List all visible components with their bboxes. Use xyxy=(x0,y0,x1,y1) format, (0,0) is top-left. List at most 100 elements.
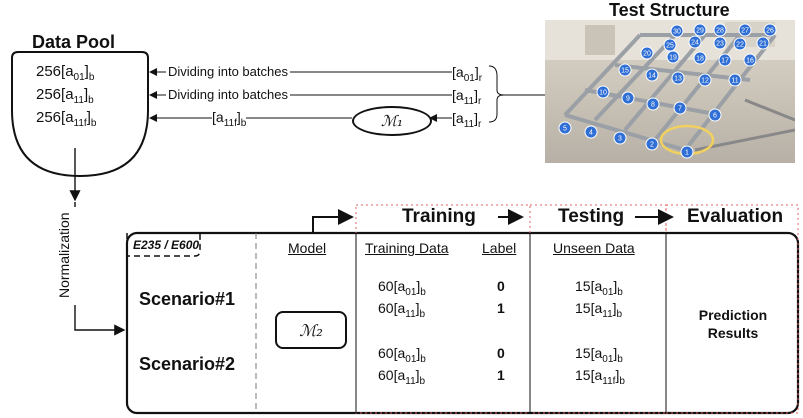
sensor-label-9: 9 xyxy=(626,96,630,103)
brace xyxy=(488,65,505,123)
sensor-27 xyxy=(738,23,752,37)
sensor-markers: 1234567891011121314151617181920212223242… xyxy=(558,23,777,159)
sensor-label-24: 24 xyxy=(691,40,699,47)
s1-unseen-1: 15[a01]b xyxy=(575,278,623,298)
sensor-6 xyxy=(708,108,722,122)
sensor-label-23: 23 xyxy=(716,41,724,48)
sensor-label-1: 1 xyxy=(685,150,689,157)
sensor-label-3: 3 xyxy=(618,136,622,143)
col-unseen-data: Unseen Data xyxy=(553,240,635,256)
sensor-2 xyxy=(645,137,659,151)
sensor-label-18: 18 xyxy=(696,56,704,63)
sensor-label-14: 14 xyxy=(648,73,656,80)
s1-label-1: 0 xyxy=(497,278,505,294)
sensor-8 xyxy=(646,97,660,111)
sensor-label-7: 7 xyxy=(678,106,682,113)
energy-tag-box xyxy=(126,233,201,257)
sensor-22 xyxy=(733,37,747,51)
sensor-4 xyxy=(584,125,598,139)
sensor-18 xyxy=(693,51,707,65)
norm-connector xyxy=(74,305,126,336)
sensor-19 xyxy=(666,50,680,64)
header-testing: Testing xyxy=(558,206,625,227)
sensor-label-28: 28 xyxy=(716,28,724,35)
s1-train-2: 60[a11]b xyxy=(378,300,426,320)
sensor-30 xyxy=(670,24,684,38)
sensor-label-16: 16 xyxy=(746,58,754,65)
sensor-label-12: 12 xyxy=(701,78,709,85)
data-pool-title: Data Pool xyxy=(32,32,116,52)
energy-tag: E235 / E600 xyxy=(133,238,200,252)
s2-label-1: 0 xyxy=(497,345,505,361)
sensor-25 xyxy=(663,38,677,52)
sensor-14 xyxy=(645,68,659,82)
scenario-1-name: Scenario#1 xyxy=(139,289,236,309)
col-model: Model xyxy=(288,240,327,256)
sensor-16 xyxy=(743,53,757,67)
sensor-29 xyxy=(693,23,707,37)
sensor-label-4: 4 xyxy=(589,130,593,137)
sensor-24 xyxy=(688,35,702,49)
sensor-1 xyxy=(680,145,694,159)
col-label: Label xyxy=(482,240,517,256)
sensor-26 xyxy=(763,23,777,37)
dividing-label-2: Dividing into batches xyxy=(166,87,290,102)
sensor-label-6: 6 xyxy=(713,113,717,120)
s1-unseen-2: 15[a11]b xyxy=(575,300,623,320)
model-m2: ℳ₂ xyxy=(275,311,347,349)
sensor-label-17: 17 xyxy=(721,58,729,65)
sensor-17 xyxy=(718,53,732,67)
sensor-7 xyxy=(673,101,687,115)
arrow-model-training xyxy=(312,209,354,233)
sensor-label-26: 26 xyxy=(766,28,774,35)
sensor-label-2: 2 xyxy=(650,142,654,149)
s2-train-1: 60[a01]b xyxy=(378,345,426,365)
header-training: Training xyxy=(402,206,476,227)
test-structure-drawing: 1234567891011121314151617181920212223242… xyxy=(545,20,795,159)
s2-unseen-1: 15[a01]b xyxy=(575,345,623,365)
pool-row-2: 256[a11]b xyxy=(36,86,94,106)
sensor-12 xyxy=(698,73,712,87)
test-structure-title: Test Structure xyxy=(609,0,730,20)
header-evaluation: Evaluation xyxy=(687,206,784,227)
sensor-label-8: 8 xyxy=(651,102,655,109)
s2-unseen-2: 15[a11f]b xyxy=(575,367,625,387)
sensor-11 xyxy=(728,73,742,87)
sensor-28 xyxy=(713,23,727,37)
m1-output: [a11f]b xyxy=(212,109,247,129)
sensor-label-10: 10 xyxy=(599,90,607,97)
col-training-data: Training Data xyxy=(365,240,449,256)
sensor-20 xyxy=(640,46,654,60)
pool-row-3: 256[a11f]b xyxy=(36,109,97,129)
data-pool-shape xyxy=(11,51,149,178)
sensor-label-13: 13 xyxy=(674,76,682,83)
raw-signal-2: [a11]r xyxy=(452,87,482,107)
raw-signal-1: [a01]r xyxy=(452,64,483,84)
sensor-label-11: 11 xyxy=(731,78,738,85)
sensor-3 xyxy=(613,131,627,145)
s2-train-2: 60[a11]b xyxy=(378,367,426,387)
sensor-15 xyxy=(618,63,632,77)
sensor-label-5: 5 xyxy=(563,126,567,133)
s1-label-2: 1 xyxy=(497,300,505,316)
s1-train-1: 60[a01]b xyxy=(378,278,426,298)
pool-row-1: 256[a01]b xyxy=(36,63,95,83)
sensor-21 xyxy=(756,36,770,50)
sensor-label-27: 27 xyxy=(741,28,749,35)
sensor-5 xyxy=(558,121,572,135)
sensor-13 xyxy=(671,71,685,85)
sensor-9 xyxy=(621,91,635,105)
prediction-results: Prediction Results xyxy=(698,307,768,341)
sensor-label-30: 30 xyxy=(673,29,681,36)
dividing-label-1: Dividing into batches xyxy=(166,64,290,79)
sensor-label-15: 15 xyxy=(621,68,629,75)
normalization-label: Normalization xyxy=(56,212,72,298)
sensor-label-20: 20 xyxy=(643,51,651,58)
sensor-label-22: 22 xyxy=(736,42,744,49)
sensor-10 xyxy=(596,85,610,99)
sensor-label-21: 21 xyxy=(759,41,767,48)
scenario-2-name: Scenario#2 xyxy=(139,354,236,374)
model-m1: ℳ₁ xyxy=(352,106,432,136)
